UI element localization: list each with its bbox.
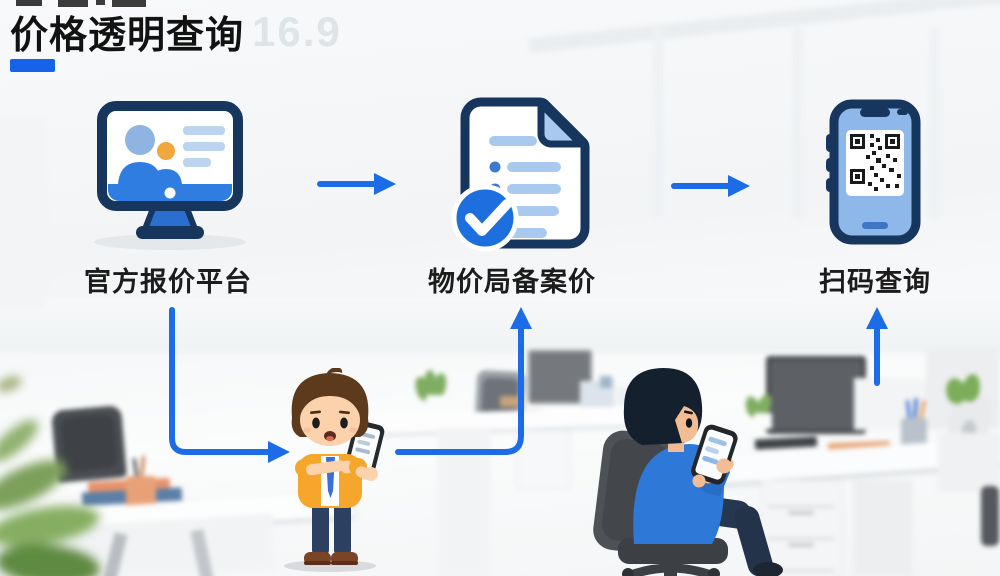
arrowhead (374, 173, 396, 195)
plant-pot (754, 413, 772, 429)
chair-edge (981, 486, 999, 546)
step-label-price-bureau-filed-price: 物价局备案价 (428, 267, 596, 297)
window-mullion (930, 28, 940, 218)
top-edge-artifact (112, 0, 146, 7)
page-title: 价格透明查询 (10, 15, 245, 57)
top-edge-artifact (16, 0, 42, 6)
wall-partition (0, 298, 1000, 353)
qr-code (850, 134, 901, 191)
cabinet (938, 433, 1000, 493)
icon-shadow (94, 234, 246, 250)
shelf-box (600, 376, 612, 388)
desk-panel (853, 480, 913, 576)
window-mullion (793, 28, 803, 218)
window-mullion (653, 28, 663, 218)
elbow-connector-right-up (395, 326, 524, 455)
plant-pot (426, 395, 448, 413)
arrowhead (268, 441, 290, 463)
standing-child-with-phone (284, 368, 385, 572)
title-underline (10, 59, 55, 72)
arrowhead (510, 307, 532, 329)
drawer-unit (516, 430, 570, 488)
desk-item (500, 396, 524, 407)
arrowhead (728, 175, 750, 197)
elbow-connector-down-right (169, 307, 271, 455)
step-label-scan-code-query: 扫码查询 (819, 267, 931, 297)
top-edge-artifact (58, 0, 88, 7)
top-edge-artifact (96, 0, 105, 5)
monitor-right (766, 356, 866, 434)
watermark-text: 16.9 (252, 8, 342, 55)
monitor-quote-icon (94, 101, 246, 250)
shelf-left (0, 118, 46, 308)
seated-person-with-phone (593, 368, 783, 576)
arrowhead (866, 307, 888, 329)
phone-qr-icon (826, 99, 921, 245)
document-check-icon (451, 97, 590, 252)
plant-leaf (424, 370, 436, 394)
check-circle-icon (451, 184, 519, 252)
step-label-official-quote-platform: 官方报价平台 (84, 267, 252, 297)
